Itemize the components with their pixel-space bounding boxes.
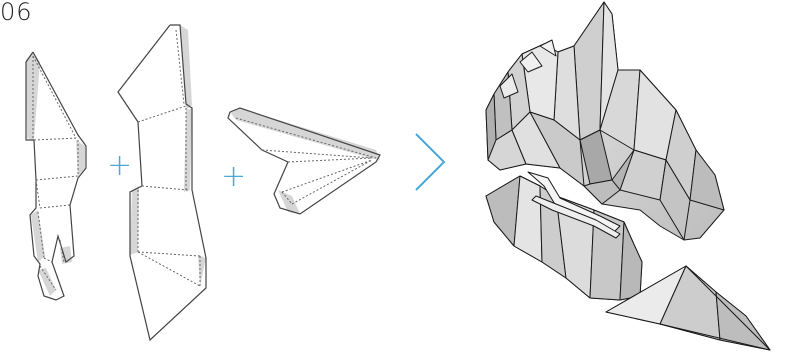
plus-operator-2: + [221,159,246,194]
chevron-right-icon [415,133,446,191]
assembled-model [485,1,771,351]
plus-operator-1: + [107,148,132,183]
step-number: 06 [0,0,33,26]
paper-piece-3 [227,107,381,215]
paper-piece-1 [25,51,87,301]
paper-piece-2 [117,24,207,342]
